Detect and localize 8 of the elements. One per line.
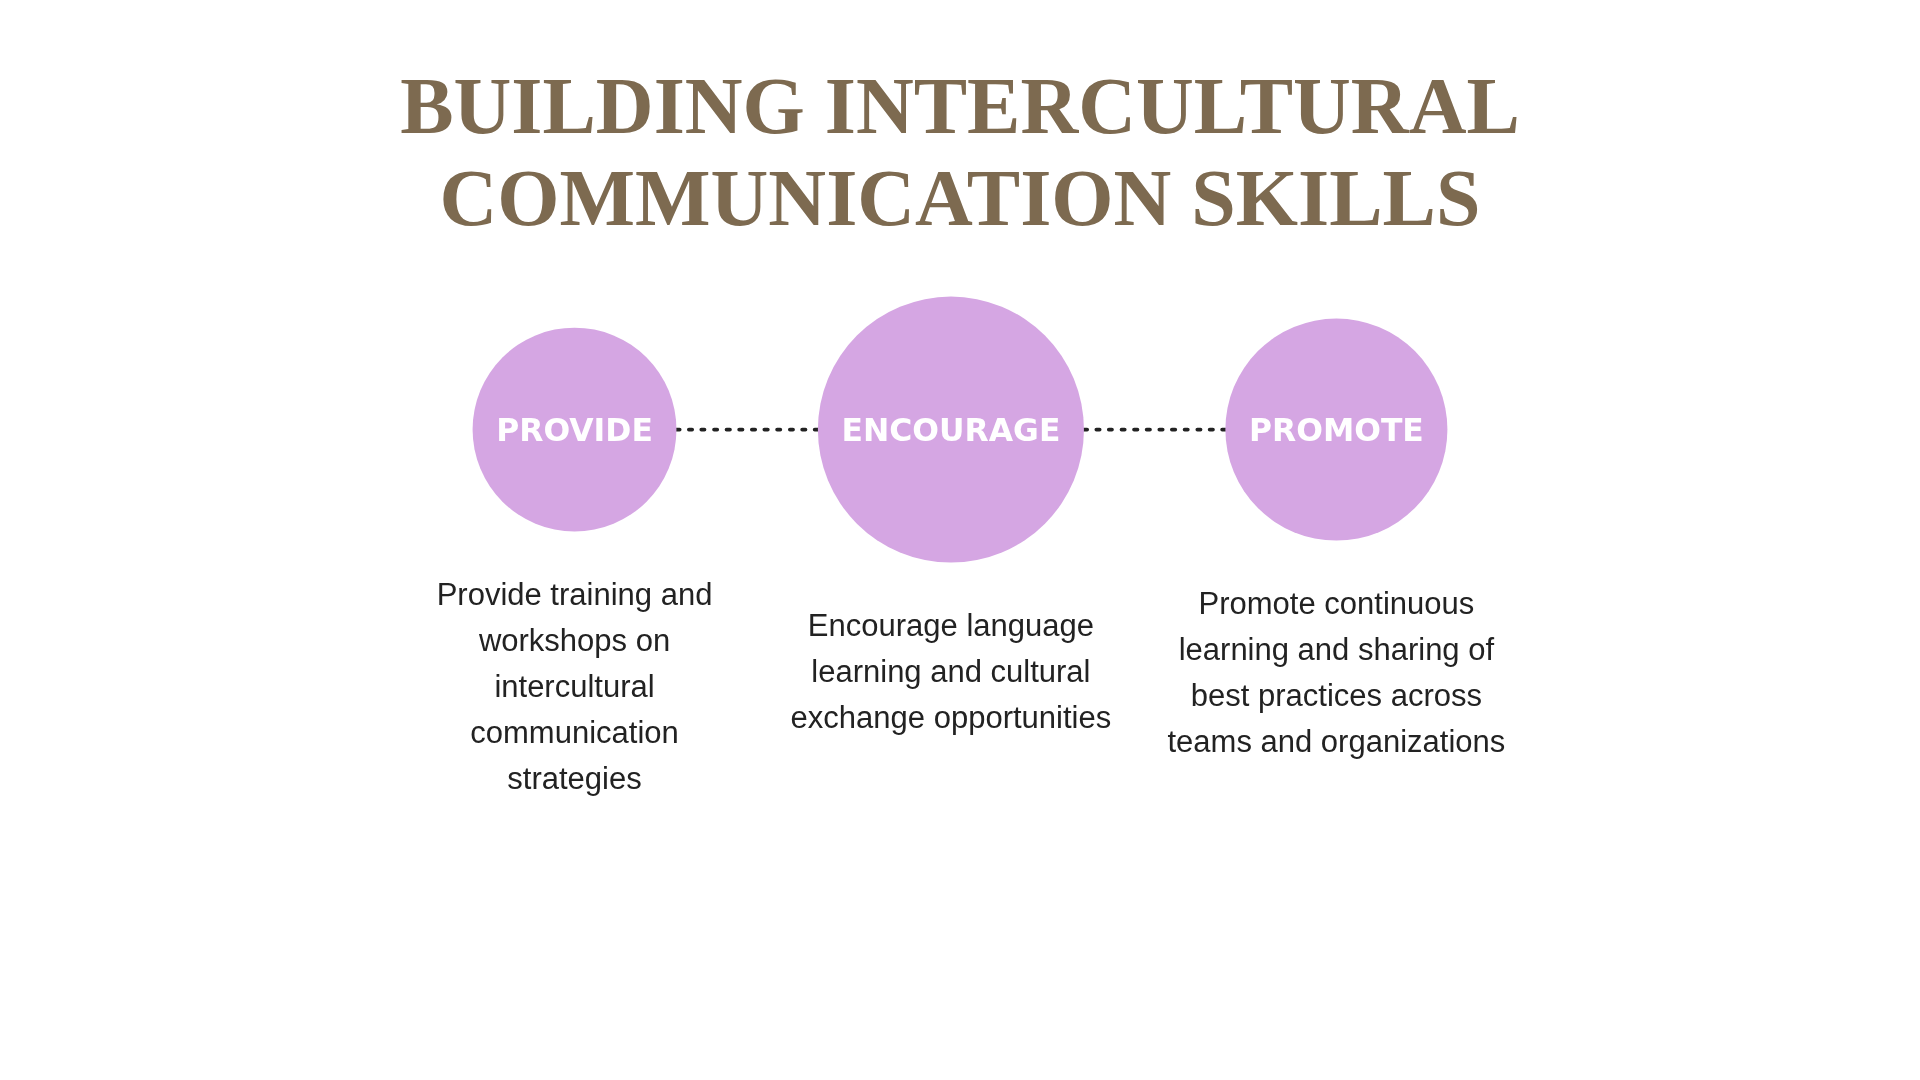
flow-diagram: PROVIDE ENCOURAGE PROMOTE [460, 284, 1460, 576]
description-text: Promote continuous learning and sharing of best practices across teams and organizations [1166, 585, 1507, 761]
title: BUILDING INTERCULTURAL COMMUNICATION SKILLS [399, 61, 1521, 244]
description-text: Encourage language learning and cultural exchange opportunities [789, 607, 1113, 737]
node-circle [472, 328, 677, 532]
node-circle [817, 297, 1084, 563]
node-circle [1225, 319, 1448, 541]
description-text: Provide training and workshops on intercultural communication strategies [435, 575, 714, 798]
